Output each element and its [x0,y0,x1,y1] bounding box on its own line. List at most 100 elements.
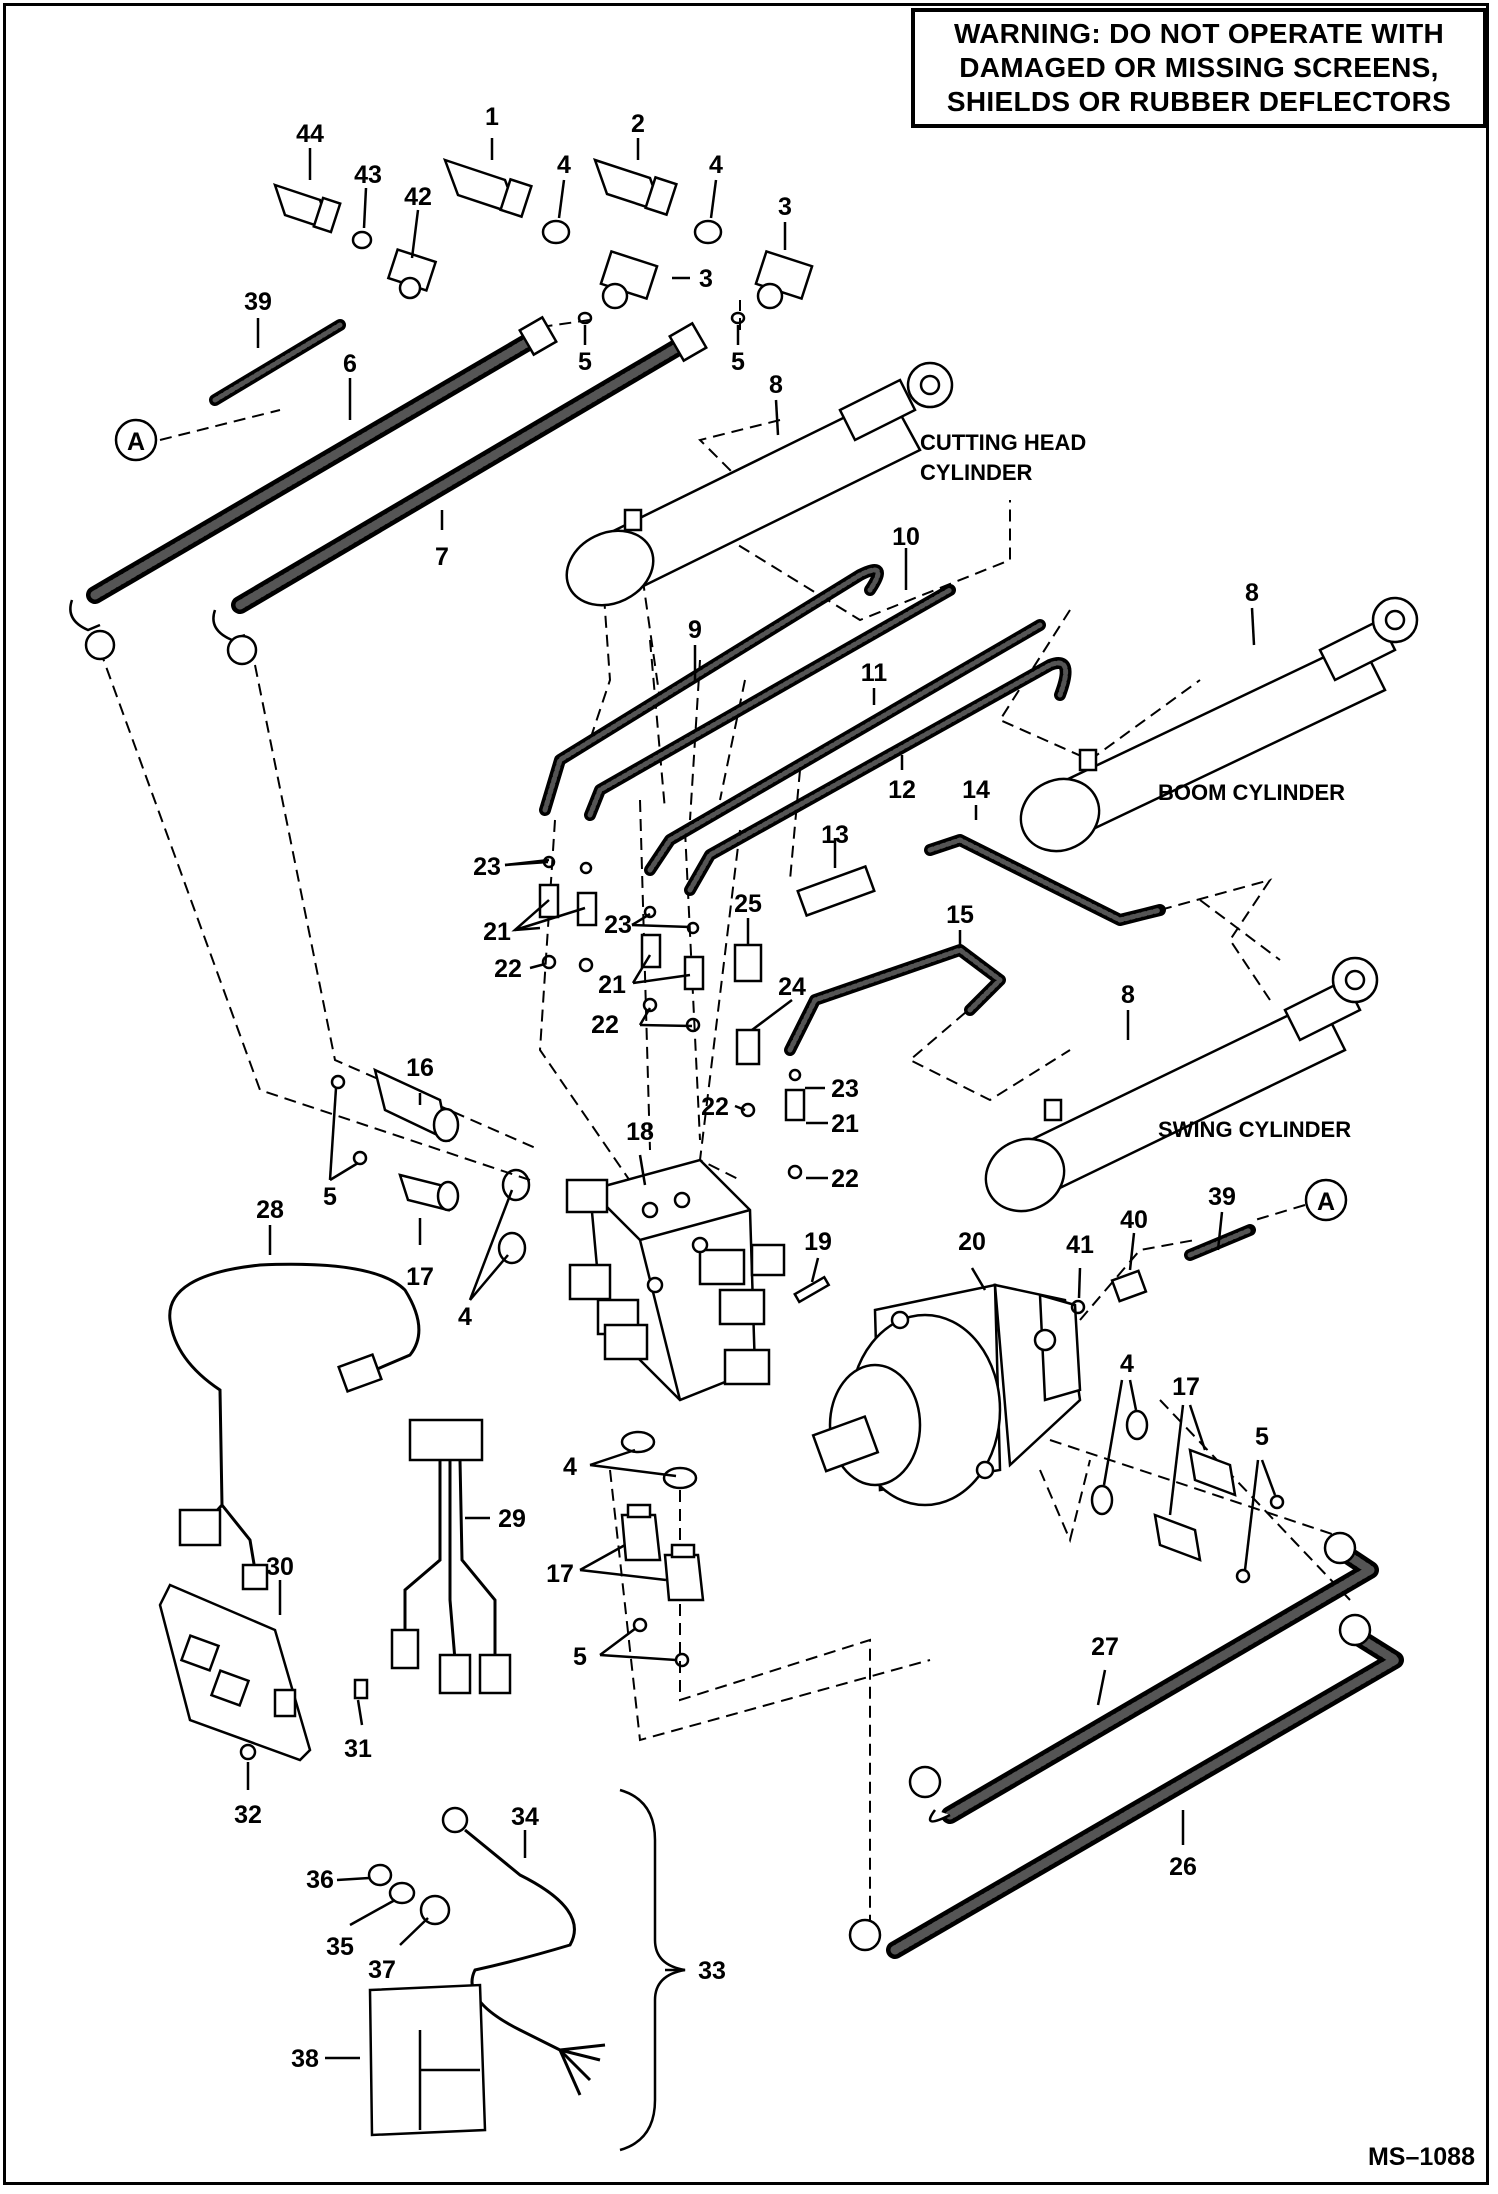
boom-cylinder [1019,596,1419,853]
label-29: 29 [498,1505,526,1533]
label-8-cutting: 8 [769,371,783,399]
label-4-c: 4 [458,1303,472,1331]
o-ring-5-e [632,1617,648,1633]
part-labels: 44 43 42 1 4 3 2 4 3 5 5 39 6 7 8 9 10 1… [234,103,1269,2073]
label-22-d: 22 [831,1165,859,1193]
warning-line-3: SHIELDS OR RUBBER DEFLECTORS [946,86,1452,117]
leader-lines [246,138,1277,2060]
hose-9 [539,564,884,816]
label-33: 33 [698,1957,726,1985]
label-28: 28 [256,1196,284,1224]
hose-10 [584,584,956,821]
fitting-24 [735,1028,761,1066]
label-39-top: 39 [244,288,272,316]
elbow-3-b [754,249,814,310]
o-ring-5-g [1269,1494,1285,1510]
label-5-c: 5 [323,1183,337,1211]
label-23-a: 23 [473,853,501,881]
drawing-frame [3,3,1489,2185]
label-38: 38 [291,2045,319,2073]
label-25: 25 [734,890,762,918]
label-21-c: 21 [831,1110,859,1138]
label-30: 30 [266,1553,294,1581]
elbow-42 [386,247,438,300]
caption-swing-cylinder: SWING CYLINDER [1158,1117,1351,1142]
hose-26 [848,1613,1404,1959]
label-23-c: 23 [831,1075,859,1103]
o-ring-5-f [674,1652,690,1668]
label-36: 36 [306,1866,334,1894]
label-35: 35 [326,1933,354,1961]
label-4-b: 4 [709,151,723,179]
decal-38 [368,1983,487,2137]
label-15: 15 [946,901,974,929]
label-5-a: 5 [578,348,592,376]
o-ring-5-b [730,311,746,325]
label-9: 9 [688,616,702,644]
grommet-37 [419,1894,451,1926]
label-17-a: 17 [406,1263,434,1291]
o-ring-43 [351,230,373,250]
adapter-13 [796,864,876,918]
o-ring-5-a [577,311,593,325]
fitting-16 [373,1067,460,1143]
o-ring-5-h [1235,1568,1251,1584]
hose-15 [784,944,1006,1056]
fitting-40 [1110,1269,1148,1303]
caption-cutting-head-2: CYLINDER [920,460,1033,485]
label-41: 41 [1066,1231,1094,1259]
drawing-number: MS–1088 [1368,2143,1475,2171]
fitting-25 [733,943,763,983]
label-42: 42 [404,183,432,211]
o-ring-5-d [352,1150,368,1166]
label-40: 40 [1120,1206,1148,1234]
fitting-set-21 [538,883,806,1122]
label-2: 2 [631,110,645,138]
connector-a-left: A [114,418,158,462]
connector-a-left-text: A [127,428,145,456]
label-37: 37 [368,1956,396,1984]
label-24: 24 [778,973,806,1001]
label-3-b: 3 [778,193,792,221]
label-4-a: 4 [557,151,571,179]
valve-18 [565,1158,786,1402]
hose-7 [212,321,708,666]
washer-35 [388,1881,416,1905]
label-17-b: 17 [546,1560,574,1588]
fitting-44 [273,183,342,234]
label-31: 31 [344,1735,372,1763]
fitting-17-d [1188,1448,1237,1497]
caption-cutting-head-1: CUTTING HEAD [920,430,1086,455]
elbow-3-a [599,249,659,310]
o-ring-4-c [501,1168,531,1202]
hose-27 [908,1531,1379,1824]
label-20: 20 [958,1228,986,1256]
label-27: 27 [1091,1633,1119,1661]
label-11: 11 [861,659,888,687]
connector-a-right-line [1254,1204,1306,1221]
hose-6 [69,315,558,661]
fitting-17-e [1153,1513,1202,1562]
label-13: 13 [821,821,849,849]
label-21-a: 21 [483,918,511,946]
o-ring-4-e [620,1430,656,1454]
fitting-2 [592,158,678,217]
label-5-e: 5 [1255,1423,1269,1451]
warning-line-1: WARNING: DO NOT OPERATE WITH [953,18,1445,49]
o-ring-set-22 [541,954,803,1180]
screw-31 [353,1678,369,1700]
connector-a-right: A [1304,1178,1348,1222]
fitting-17-a [398,1173,460,1212]
swing-cylinder [984,956,1379,1213]
hose-11 [644,619,1046,876]
hose-14 [924,834,1166,926]
o-ring-5-c [330,1074,346,1090]
label-12: 12 [888,776,916,804]
o-ring-4-a [541,219,571,245]
harness-28 [168,1262,421,1591]
label-34: 34 [511,1803,539,1831]
label-23-b: 23 [604,911,632,939]
label-5-b: 5 [731,348,745,376]
label-18: 18 [626,1118,654,1146]
